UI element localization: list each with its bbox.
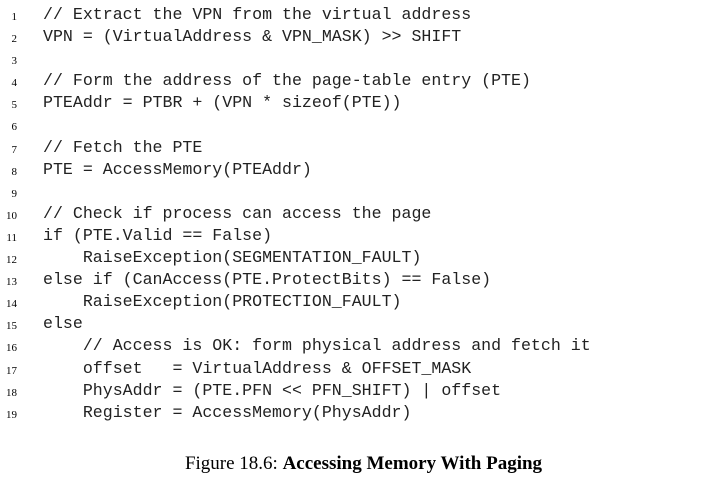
code-text: // Fetch the PTE [43,137,203,157]
code-line: 10 // Check if process can access the pag… [0,203,707,225]
code-text: else [43,314,83,334]
code-line: 13 else if (CanAccess(PTE.ProtectBits) ==… [0,269,707,291]
code-line: 11 if (PTE.Valid == False) [0,225,707,247]
code-listing: 1 // Extract the VPN from the virtual add… [0,4,707,424]
code-line: 15 else [0,313,707,335]
code-line: 5 PTEAddr = PTBR + (VPN * sizeof(PTE)) [0,92,707,114]
caption-label: Figure 18.6: [184,453,278,474]
code-text: offset = VirtualAddress & OFFSET_MASK [43,358,472,378]
code-line: 19 Register = AccessMemory(PhysAddr) [0,402,707,424]
line-number: 3 [11,55,18,68]
caption-title: Accessing Memory With Paging [282,453,543,474]
line-number: 13 [6,276,17,289]
line-number: 14 [6,298,17,311]
line-number: 1 [11,11,18,23]
code-text: else if (CanAccess(PTE.ProtectBits) == F… [43,270,492,290]
code-line: 14 RaiseException(PROTECTION_FAULT) [0,291,707,313]
figure-caption: Figure 18.6: Accessing Memory With Pagin… [0,453,707,475]
code-line: 2 VPN = (VirtualAddress & VPN_MASK) >> SH… [0,26,707,48]
line-number: 18 [6,386,17,399]
line-number: 5 [11,99,18,112]
code-line: 9 [0,181,707,203]
code-line: 16 // Access is OK: form physical addres… [0,335,707,357]
line-number: 9 [11,187,18,200]
line-number: 6 [11,121,18,134]
code-text: // Access is OK: form physical address a… [43,336,591,356]
line-number: 2 [11,33,18,46]
line-number: 19 [6,408,17,421]
code-text: RaiseException(PROTECTION_FAULT) [43,292,402,312]
code-text: if (PTE.Valid == False) [43,225,273,245]
code-text: VPN = (VirtualAddress & VPN_MASK) >> SHI… [43,27,462,47]
code-text: // Form the address of the page-table en… [43,71,531,91]
code-text: PTEAddr = PTBR + (VPN * sizeof(PTE)) [43,93,402,113]
code-text: PhysAddr = (PTE.PFN << PFN_SHIFT) | offs… [43,380,502,400]
code-line: 6 [0,114,707,136]
line-number: 16 [6,342,17,355]
line-number: 4 [11,77,18,90]
code-line: 12 RaiseException(SEGMENTATION_FAULT) [0,247,707,269]
code-line: 17 offset = VirtualAddress & OFFSET_MASK [0,358,707,380]
line-number: 10 [6,209,17,222]
code-line: 3 [0,48,707,70]
code-line: 1 // Extract the VPN from the virtual add… [0,4,707,26]
code-line: 8 PTE = AccessMemory(PTEAddr) [0,159,707,181]
line-number: 17 [6,364,17,377]
code-text: // Extract the VPN from the virtual addr… [43,5,472,24]
line-number: 8 [11,165,18,178]
line-number: 11 [6,231,17,244]
code-text: PTE = AccessMemory(PTEAddr) [43,159,312,179]
code-line: 18 PhysAddr = (PTE.PFN << PFN_SHIFT) | o… [0,380,707,402]
code-line: 7 // Fetch the PTE [0,137,707,159]
line-number: 12 [6,254,17,267]
code-text: // Check if process can access the page [43,203,432,223]
code-text: RaiseException(SEGMENTATION_FAULT) [43,248,422,268]
line-number: 7 [11,143,18,156]
code-line: 4 // Form the address of the page-table e… [0,70,707,92]
code-text: Register = AccessMemory(PhysAddr) [43,402,412,422]
line-number: 15 [6,320,17,333]
